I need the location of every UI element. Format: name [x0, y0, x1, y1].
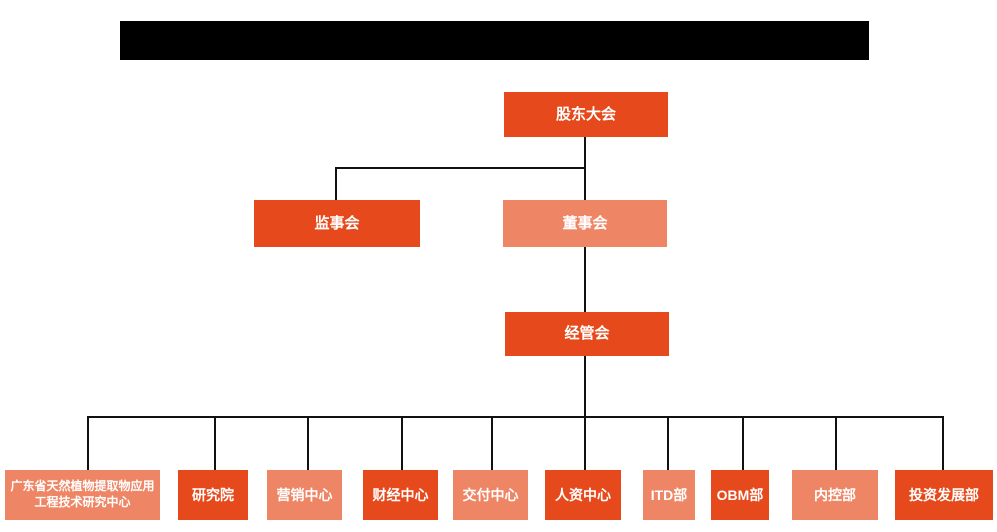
redacted-title-bar [120, 21, 869, 60]
node-board-of-directors: 董事会 [503, 200, 667, 247]
node-management-committee: 经管会 [505, 312, 669, 356]
node-dept-research-institute: 研究院 [178, 470, 248, 520]
connector-drop [742, 416, 744, 470]
node-dept-investment-development: 投资发展部 [895, 470, 993, 520]
node-dept-itd: ITD部 [643, 470, 695, 520]
connector-drop [491, 416, 493, 470]
node-dept-research-center: 广东省天然植物提取物应用工程技术研究中心 [5, 470, 160, 520]
connector-drop [87, 416, 89, 470]
connector-drop [942, 416, 944, 470]
connector-line-board-to-management [584, 247, 586, 313]
connector-line-departments-horizontal [87, 416, 944, 418]
connector-drop [584, 416, 586, 470]
node-shareholders-meeting: 股东大会 [504, 92, 668, 137]
connector-drop [214, 416, 216, 470]
node-dept-marketing-center: 营销中心 [267, 470, 342, 520]
node-dept-delivery-center: 交付中心 [453, 470, 528, 520]
connector-drop [835, 416, 837, 470]
node-dept-obm: OBM部 [711, 470, 769, 520]
node-dept-internal-control: 内控部 [792, 470, 878, 520]
connector-drop [307, 416, 309, 470]
connector-line-root-down [584, 136, 586, 202]
connector-drop [667, 416, 669, 470]
connector-drop [401, 416, 403, 470]
connector-line-supervisory-drop [335, 167, 337, 201]
node-supervisory-board: 监事会 [254, 200, 420, 247]
node-dept-hr-center: 人资中心 [545, 470, 621, 520]
node-dept-finance-center: 财经中心 [363, 470, 438, 520]
connector-line-level2-horizontal [335, 167, 586, 169]
connector-line-management-down [584, 356, 586, 418]
